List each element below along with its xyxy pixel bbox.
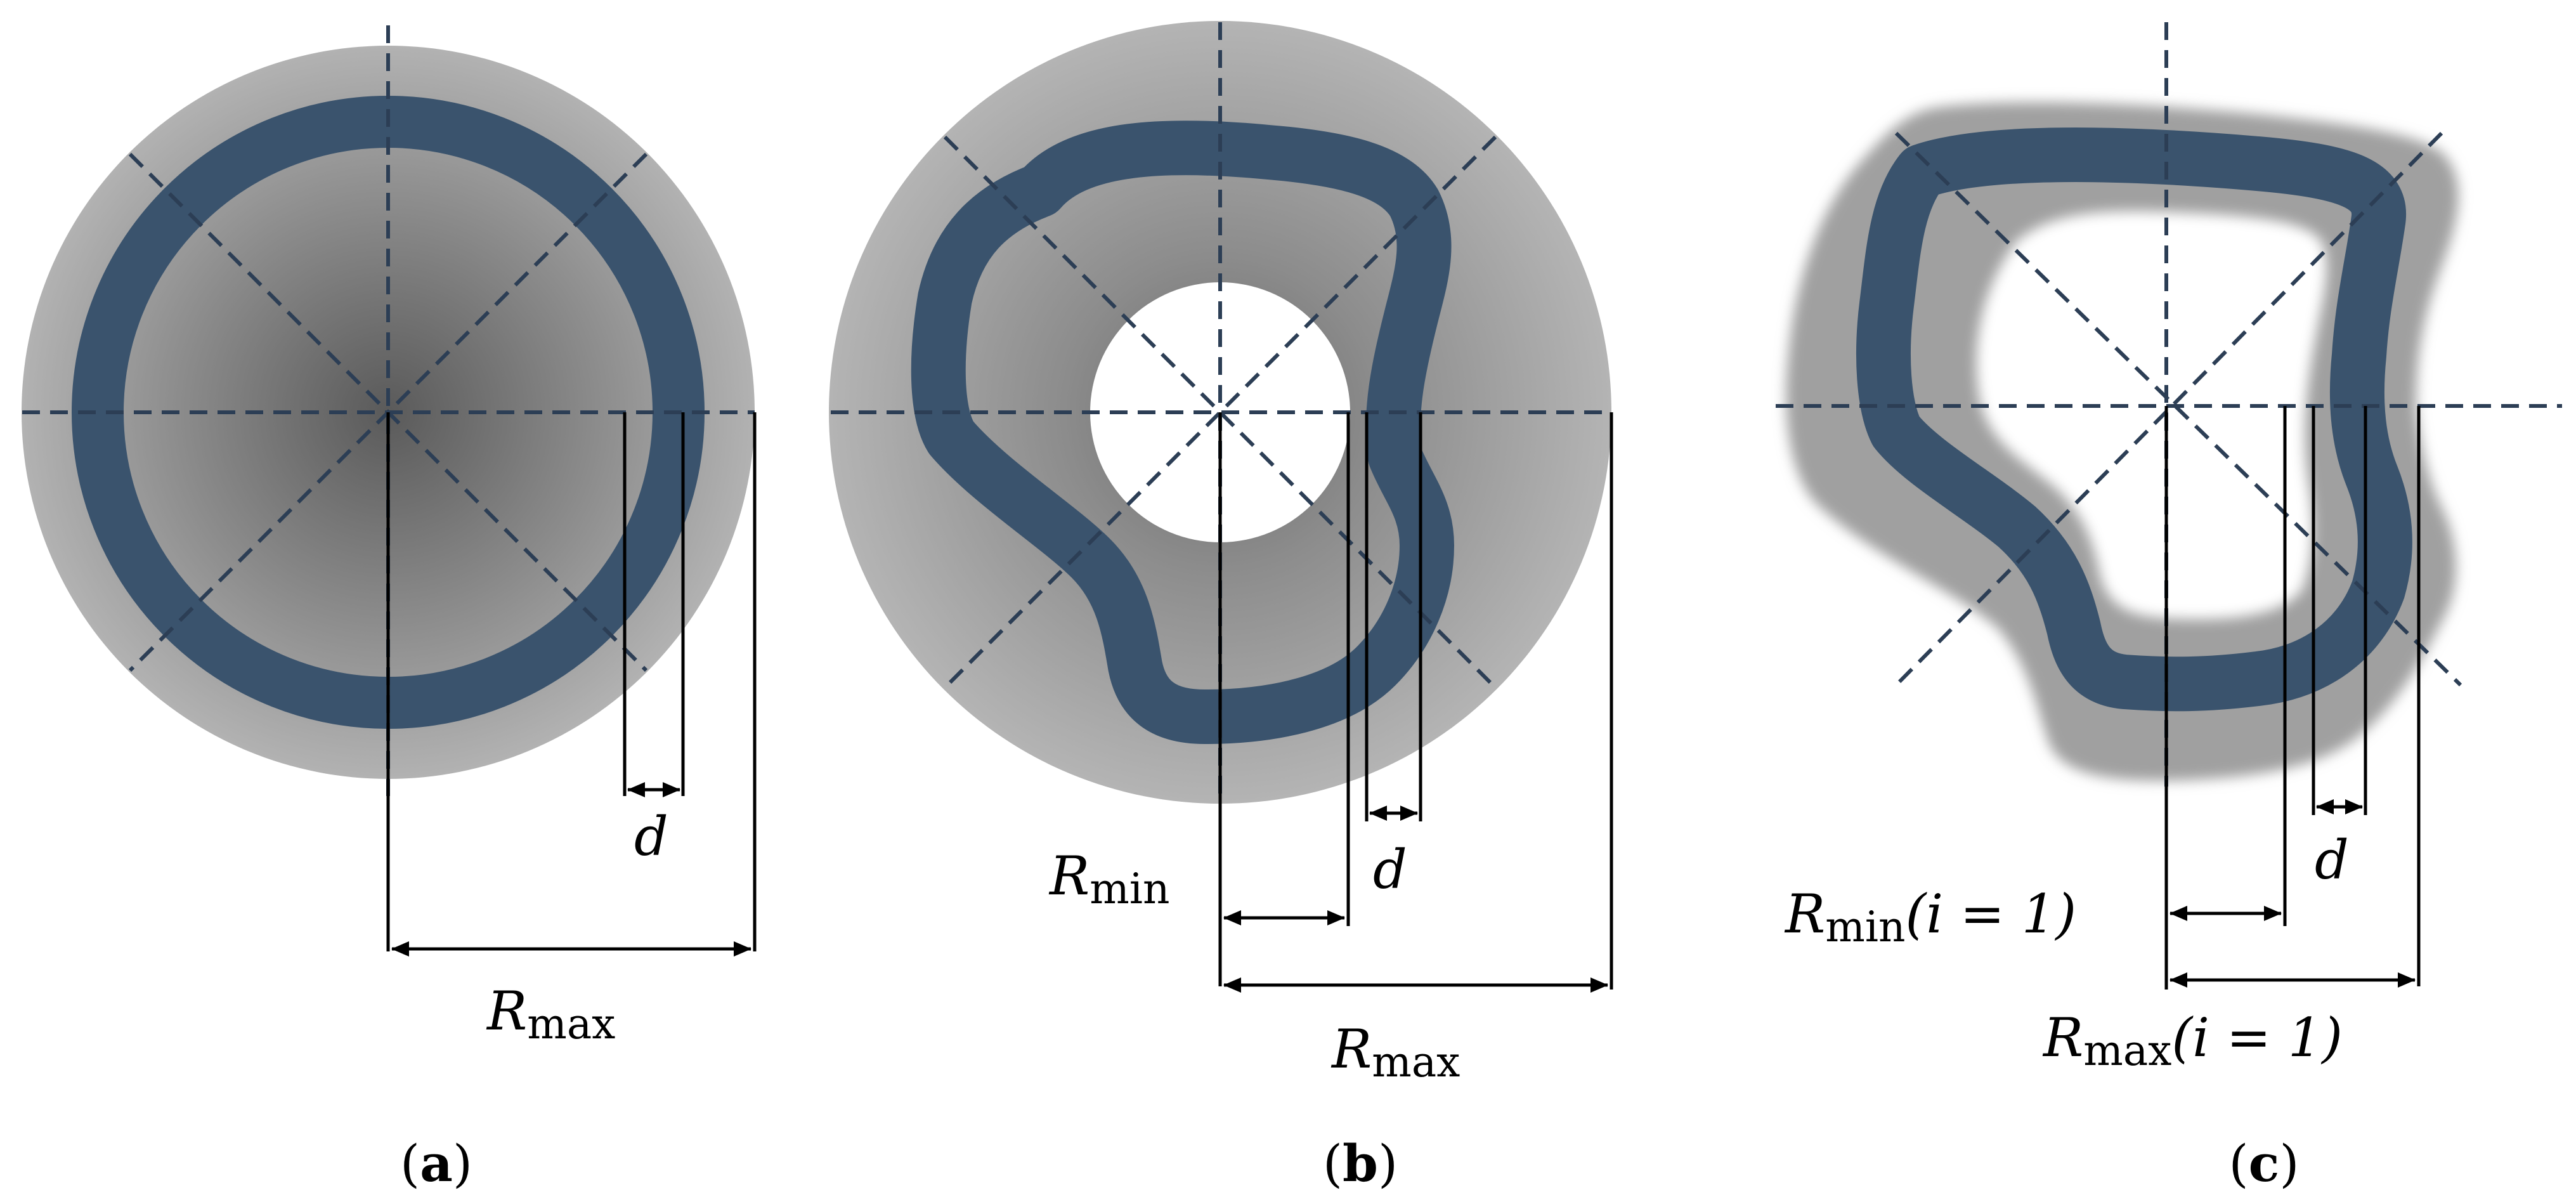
panel-a-rmax-label: Rmax (486, 980, 615, 1048)
panel-b: d Rmin Rmax (829, 21, 1613, 1087)
panel-b-dimensions (1218, 412, 1613, 993)
panel-c-hole (1976, 211, 2327, 620)
panel-a-dimensions (386, 412, 757, 957)
panel-c: d Rmin(i = 1) Rmax(i = 1) (1776, 22, 2562, 1075)
panel-b-ring (911, 121, 1454, 744)
captions: (a) (b) (c) (400, 1133, 2300, 1193)
panel-a-d-label: d (634, 806, 668, 868)
panel-b-d-label: d (1373, 839, 1407, 901)
caption-a: (a) (400, 1133, 472, 1193)
caption-b: (b) (1323, 1133, 1398, 1193)
panel-c-dimensions (2164, 406, 2421, 990)
panel-b-rmax-label: Rmax (1330, 1018, 1460, 1087)
panel-b-rmin-label: Rmin (1048, 845, 1169, 913)
panel-c-d-label: d (2315, 829, 2349, 891)
panel-c-rmin-label: Rmin(i = 1) (1784, 883, 2076, 951)
panel-a: d Rmax (22, 25, 757, 1048)
panel-c-rmax-label: Rmax(i = 1) (2042, 1007, 2343, 1075)
caption-c: (c) (2228, 1133, 2299, 1193)
